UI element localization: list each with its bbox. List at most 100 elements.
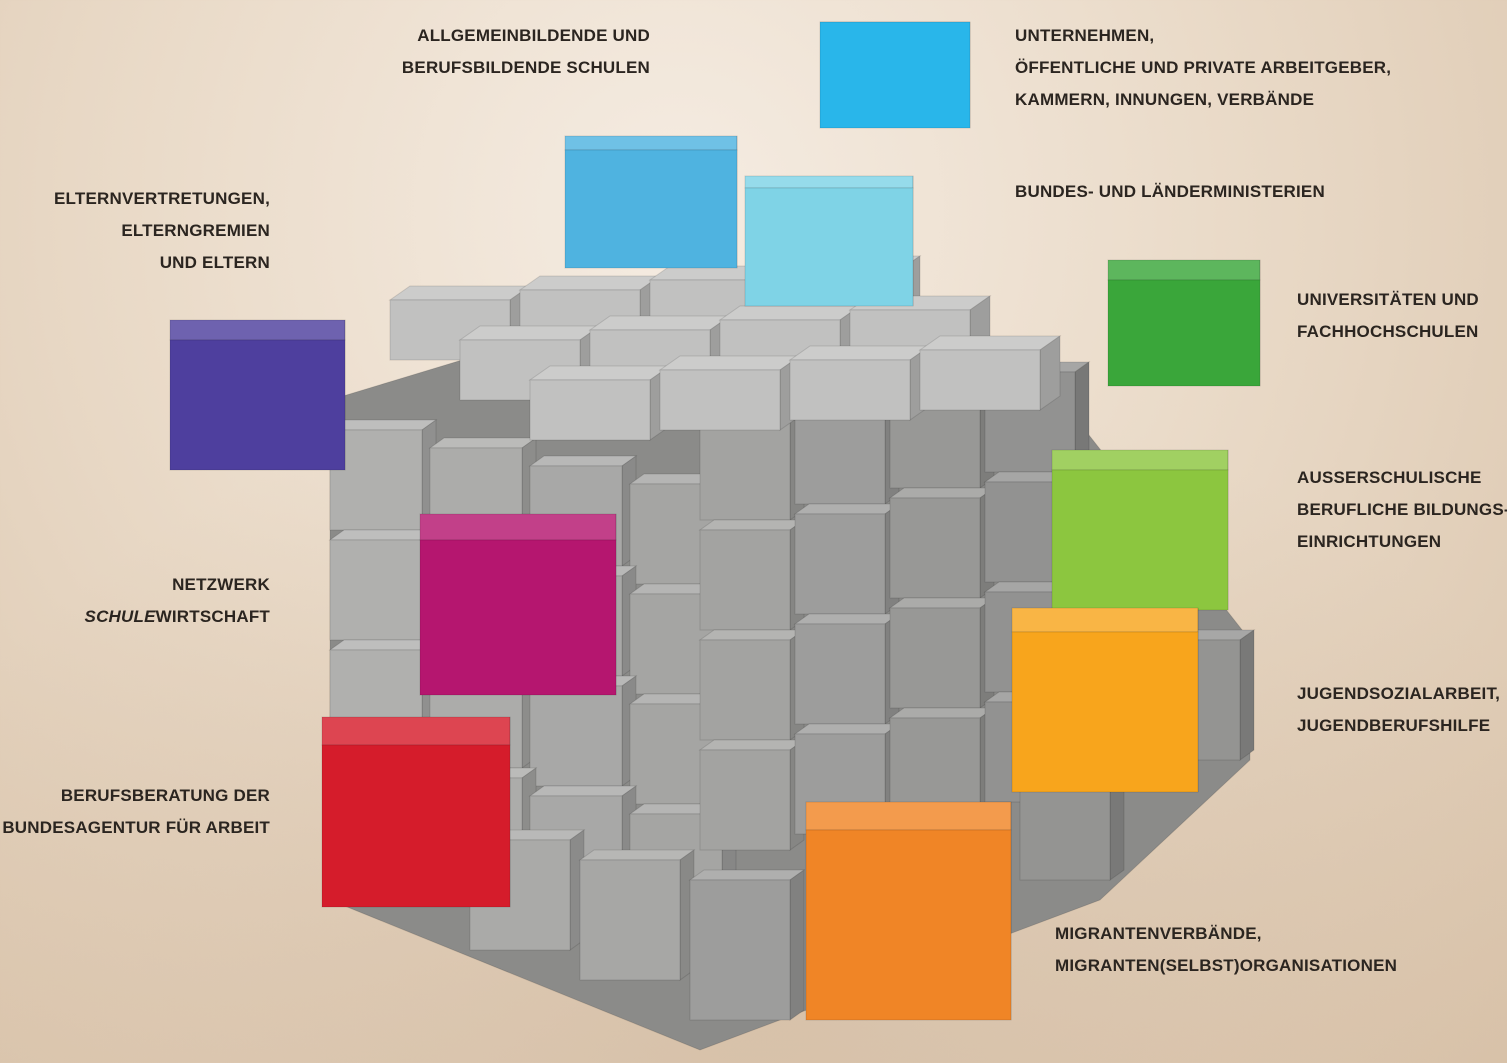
cube-ministerien-front xyxy=(744,187,914,307)
grey-block-right-3-0 xyxy=(698,739,806,851)
grey-block-top-2-1-front xyxy=(659,369,781,431)
grey-block-right-1-0-front xyxy=(699,529,791,631)
grey-block-left-0-2-top xyxy=(528,455,638,467)
label-netzwerk-rest: WIRTSCHAFT xyxy=(155,607,270,626)
grey-block-right-3-2-top xyxy=(888,707,996,719)
cube-unternehmen xyxy=(819,21,971,129)
label-universitaeten: UNIVERSITÄTEN UND FACHHOCHSCHULEN xyxy=(1297,290,1479,341)
label-berufsberatung: BERUFSBERATUNG DER BUNDESAGENTUR FÜR ARB… xyxy=(2,786,270,837)
cube-jugend xyxy=(1011,607,1199,793)
grey-block-right-1-2-front xyxy=(889,497,981,599)
grey-block-right-1-2 xyxy=(888,487,996,599)
grey-block-left-0-1-top xyxy=(428,437,538,449)
cube-jugend-top xyxy=(1011,607,1199,633)
grey-block-right-3-1-top xyxy=(793,723,901,735)
cube-jugend-front xyxy=(1011,631,1199,793)
cube-netzwerk xyxy=(419,513,617,696)
grey-block-bottom-3-front xyxy=(1019,779,1111,881)
grey-block-bottom-2-front xyxy=(689,879,791,1021)
grey-block-right-2-1-front xyxy=(794,623,886,725)
grey-block-right-1-1-top xyxy=(793,503,901,515)
grey-block-left-1-0-front xyxy=(329,539,423,641)
label-schulen: ALLGEMEINBILDENDE UND BERUFSBILDENDE SCH… xyxy=(401,26,650,77)
cube-ausserschulisch-top xyxy=(1051,449,1229,471)
grey-block-right-2-2-top xyxy=(888,597,996,609)
label-migranten: MIGRANTENVERBÄNDE, MIGRANTEN(SELBST)ORGA… xyxy=(1055,924,1398,975)
cube-netzwerk-front xyxy=(419,539,617,696)
cube-unternehmen-front xyxy=(819,21,971,129)
cube-eltern xyxy=(169,319,346,471)
grey-block-left-3-2-top xyxy=(528,785,638,797)
cube-migranten-front xyxy=(805,829,1012,1021)
grey-block-bottom-2-side xyxy=(789,869,805,1021)
colored-cubes xyxy=(169,21,1261,1021)
grey-block-top-1-2-top xyxy=(718,305,862,321)
cube-migranten-top xyxy=(805,801,1012,831)
grey-block-top-0-1-top xyxy=(518,275,662,291)
grey-block-right-2-0 xyxy=(698,629,806,741)
grey-block-right-2-2 xyxy=(888,597,996,709)
grey-block-right-3-0-front xyxy=(699,749,791,851)
grey-block-right-1-0 xyxy=(698,519,806,631)
grey-block-bottom-2-top xyxy=(688,869,806,881)
grey-block-bottom-1-front xyxy=(579,859,681,981)
cube-netzwerk-top xyxy=(419,513,617,541)
grey-block-top-2-0-top xyxy=(528,365,672,381)
grey-block-bottom-2 xyxy=(688,869,806,1021)
cube-ministerien xyxy=(744,175,914,307)
cube-berufsberatung-top xyxy=(321,716,511,746)
grey-block-right-2-1 xyxy=(793,613,901,725)
grey-block-right-1-1-front xyxy=(794,513,886,615)
grey-block-bottom-1 xyxy=(578,849,696,981)
label-netzwerk-italic: SCHULE xyxy=(84,607,156,626)
cube-berufsberatung-front xyxy=(321,744,511,908)
grey-block-top-1-1-top xyxy=(588,315,732,331)
cube-eltern-front xyxy=(169,339,346,471)
grey-block-top-2-2-front xyxy=(789,359,911,421)
cube-ausserschulisch-front xyxy=(1051,469,1229,611)
label-ausserschulisch: AUSSERSCHULISCHE BERUFLICHE BILDUNGS- EI… xyxy=(1297,468,1507,551)
cube-schulen xyxy=(564,135,738,269)
label-unternehmen: UNTERNEHMEN, ÖFFENTLICHE UND PRIVATE ARB… xyxy=(1015,26,1392,109)
cube-eltern-top xyxy=(169,319,346,341)
grey-block-top-0-0-top xyxy=(388,285,532,301)
cube-berufsberatung xyxy=(321,716,511,908)
grey-block-right-1-2-top xyxy=(888,487,996,499)
grey-block-top-2-0 xyxy=(528,365,672,441)
grey-block-left-2-2-front xyxy=(529,685,623,787)
grey-block-top-2-1-top xyxy=(658,355,802,371)
label-netzwerk: NETZWERK SCHULEWIRTSCHAFT xyxy=(84,575,270,626)
grey-block-top-2-0-front xyxy=(529,379,651,441)
cube-migranten xyxy=(805,801,1012,1021)
grey-block-left-0-0-top xyxy=(328,419,438,431)
grey-block-right-0-0-front xyxy=(699,419,791,521)
cube-universitaeten xyxy=(1107,259,1261,387)
grey-block-right-3-0-top xyxy=(698,739,806,751)
label-jugend: JUGENDSOZIALARBEIT, JUGENDBERUFSHILFE xyxy=(1297,684,1501,735)
grey-cube-structure xyxy=(328,255,1256,1051)
grey-block-top-2-3 xyxy=(918,335,1062,411)
grey-block-top-2-2 xyxy=(788,345,932,421)
grey-block-right-2-2-front xyxy=(889,607,981,709)
label-eltern: ELTERNVERTRETUNGEN, ELTERNGREMIEN UND EL… xyxy=(54,189,270,272)
grey-block-right-2-0-top xyxy=(698,629,806,641)
cube-schulen-top xyxy=(564,135,738,151)
cube-ausserschulisch xyxy=(1051,449,1229,611)
grey-block-bottom-1-top xyxy=(578,849,696,861)
grey-block-right-1-1 xyxy=(793,503,901,615)
grey-block-top-1-0-top xyxy=(458,325,602,341)
cube-universitaeten-top xyxy=(1107,259,1261,281)
grey-block-top-2-3-front xyxy=(919,349,1041,411)
grey-block-right-2-1-top xyxy=(793,613,901,625)
cube-ministerien-top xyxy=(744,175,914,189)
label-ministerien: BUNDES- UND LÄNDERMINISTERIEN xyxy=(1015,182,1325,201)
grey-block-right-2-0-front xyxy=(699,639,791,741)
cube-universitaeten-front xyxy=(1107,279,1261,387)
cube-schulen-front xyxy=(564,149,738,269)
grey-block-top-2-2-top xyxy=(788,345,932,361)
grey-block-right-edge-side xyxy=(1239,629,1255,761)
grey-block-top-2-3-top xyxy=(918,335,1062,351)
grey-block-top-2-1 xyxy=(658,355,802,431)
grey-block-right-1-0-top xyxy=(698,519,806,531)
